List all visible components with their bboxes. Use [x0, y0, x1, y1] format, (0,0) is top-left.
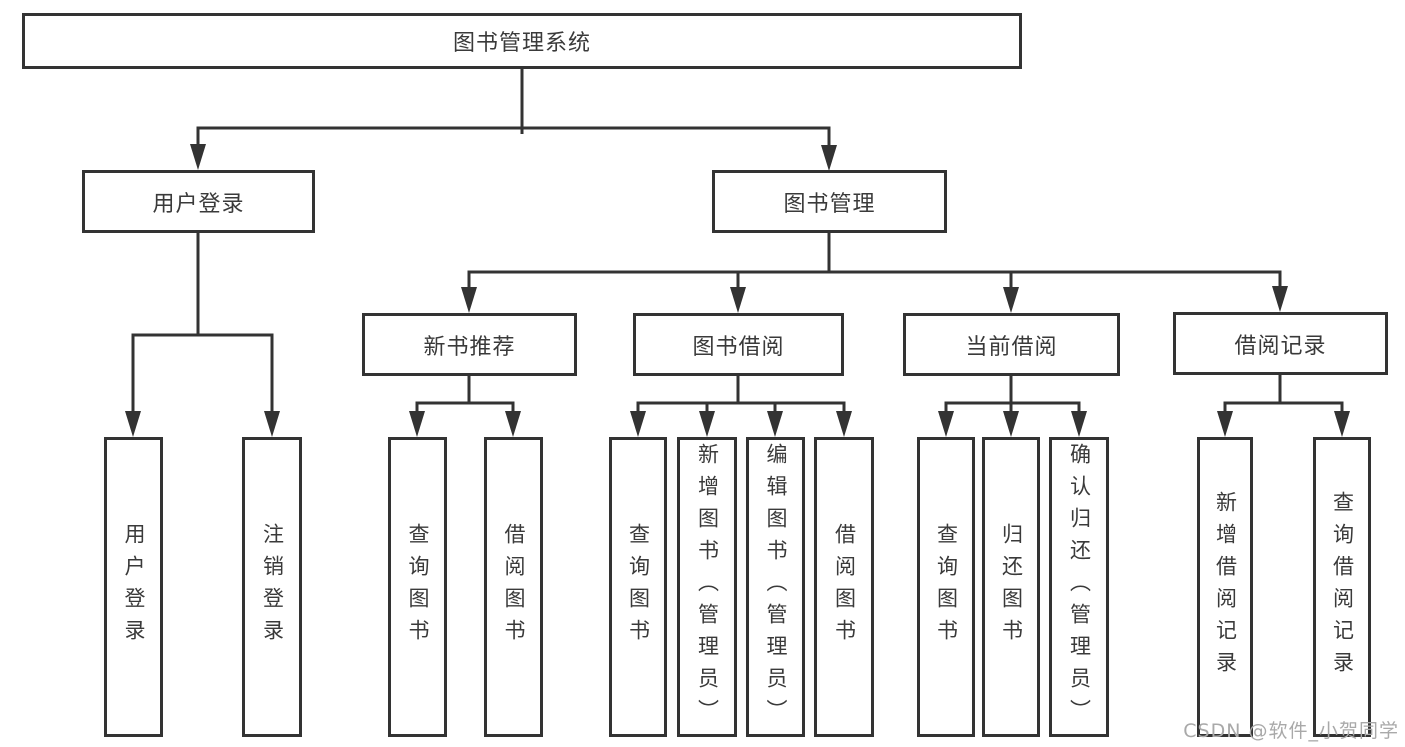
watermark: CSDN @软件_小贺同学	[1183, 720, 1399, 742]
leaf-label: 确认归还（管理员）	[1067, 443, 1092, 731]
leaf-logout: 注销登录	[242, 437, 302, 737]
leaf-label: 用户登录	[122, 523, 146, 651]
node-label: 当前借阅	[965, 334, 1058, 360]
leaf-label: 新增图书（管理员）	[695, 443, 720, 731]
leaf-label: 查询借阅记录	[1330, 491, 1355, 683]
node-label: 借阅记录	[1234, 333, 1327, 359]
leaf-query-books-recommend: 查询图书	[388, 437, 447, 737]
leaf-add-borrow-record: 新增借阅记录	[1197, 437, 1253, 737]
leaf-label: 查询图书	[934, 523, 959, 651]
node-user-login: 用户登录	[82, 170, 315, 233]
node-label: 图书管理	[783, 191, 876, 217]
node-label: 图书借阅	[692, 334, 785, 360]
node-label: 用户登录	[152, 191, 245, 217]
node-current-borrow: 当前借阅	[903, 313, 1120, 376]
leaf-user-login: 用户登录	[104, 437, 163, 737]
leaf-edit-books-admin: 编辑图书（管理员）	[746, 437, 805, 737]
leaf-label: 新增借阅记录	[1213, 491, 1238, 683]
leaf-borrow-books: 借阅图书	[814, 437, 874, 737]
arrowheads	[125, 144, 1350, 437]
leaf-label: 注销登录	[260, 523, 285, 651]
leaf-return-books: 归还图书	[982, 437, 1040, 737]
node-book-management: 图书管理	[712, 170, 947, 233]
node-label: 新书推荐	[423, 334, 516, 360]
node-book-borrow: 图书借阅	[633, 313, 844, 376]
leaf-label: 归还图书	[999, 523, 1024, 651]
leaf-query-books-current: 查询图书	[917, 437, 975, 737]
node-borrow-records: 借阅记录	[1173, 312, 1388, 375]
leaf-label: 编辑图书（管理员）	[764, 443, 788, 731]
node-new-book-recommend: 新书推荐	[362, 313, 577, 376]
leaf-label: 借阅图书	[832, 523, 857, 651]
leaf-borrow-books-recommend: 借阅图书	[484, 437, 543, 737]
node-label: 图书管理系统	[452, 31, 591, 56]
leaf-query-borrow-record: 查询借阅记录	[1313, 437, 1371, 737]
leaf-confirm-return-admin: 确认归还（管理员）	[1049, 437, 1109, 737]
leaf-label: 借阅图书	[502, 523, 526, 651]
leaf-query-books-borrow: 查询图书	[609, 437, 667, 737]
leaf-label: 查询图书	[406, 523, 430, 651]
leaf-add-books-admin: 新增图书（管理员）	[677, 437, 737, 737]
leaf-label: 查询图书	[626, 523, 651, 651]
node-library-management-system: 图书管理系统	[22, 13, 1022, 69]
